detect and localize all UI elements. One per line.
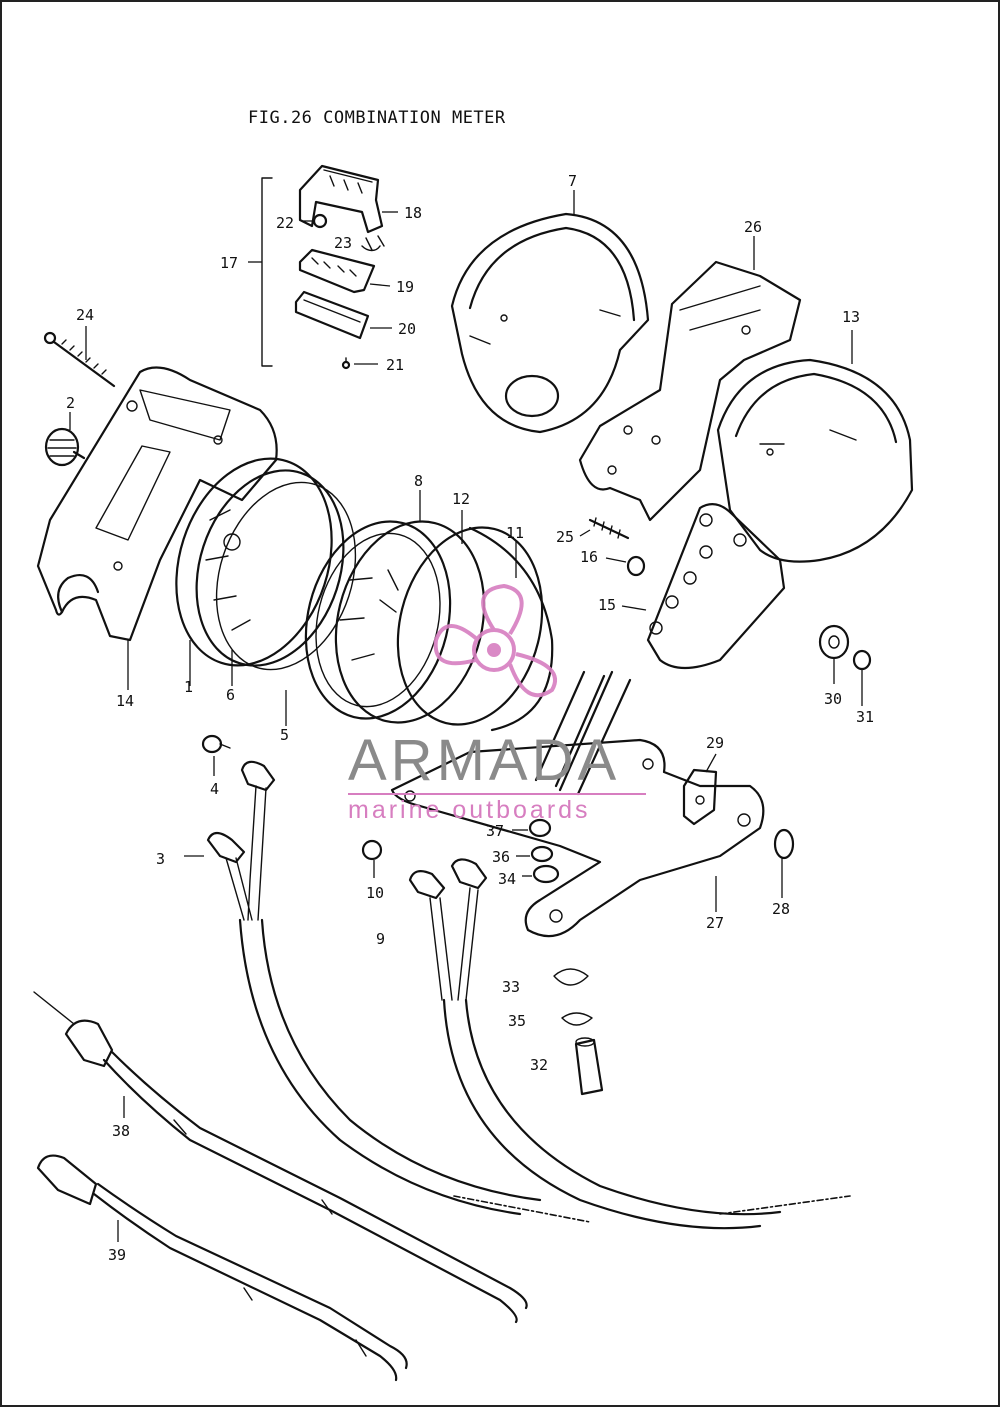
callout-4: 4	[210, 780, 219, 798]
armada-logo-icon	[433, 583, 558, 698]
part-37-nut	[512, 818, 552, 838]
part-19-circuit-plate	[298, 248, 391, 294]
callout-16: 16	[580, 548, 598, 566]
part-4-bulb	[201, 734, 231, 776]
part-28-grommet	[773, 828, 795, 898]
callout-34: 34	[498, 870, 516, 888]
callout-9: 9	[376, 930, 385, 948]
part-24-long-screw	[43, 326, 116, 388]
callout-18: 18	[404, 204, 422, 222]
part-25-screw	[579, 517, 630, 540]
part-10-bulb	[361, 839, 383, 878]
callout-3: 3	[156, 850, 165, 868]
callout-6: 6	[226, 686, 235, 704]
callout-1: 1	[184, 678, 193, 696]
part-8-speedometer	[304, 490, 554, 732]
callout-11: 11	[506, 524, 524, 542]
callout-21: 21	[386, 356, 404, 374]
part-3-lamp-wiring	[184, 760, 591, 1223]
callout-27: 27	[706, 914, 724, 932]
callout-24: 24	[76, 306, 94, 324]
callout-23: 23	[334, 234, 352, 252]
part-38-tachometer-cable	[33, 991, 528, 1324]
callout-14: 14	[116, 692, 134, 710]
callout-25: 25	[556, 528, 574, 546]
callout-29: 29	[706, 734, 724, 752]
callout-10: 10	[366, 884, 384, 902]
part-2-reset-knob	[44, 412, 86, 467]
callout-5: 5	[280, 726, 289, 744]
callout-13: 13	[842, 308, 860, 326]
callout-28: 28	[772, 900, 790, 918]
part-16-bulb	[605, 555, 646, 577]
part-22-nut	[303, 213, 328, 229]
callout-20: 20	[398, 320, 416, 338]
watermark-brand: ARMADA	[348, 728, 620, 793]
callout-8: 8	[414, 472, 423, 490]
callout-38: 38	[112, 1122, 130, 1140]
part-26-meter-bracket	[578, 236, 802, 522]
callout-31: 31	[856, 708, 874, 726]
part-39-speedometer-cable	[36, 1154, 408, 1382]
callout-26: 26	[744, 218, 762, 236]
part-34-washer	[522, 864, 560, 884]
callout-30: 30	[824, 690, 842, 708]
callout-33: 33	[502, 978, 520, 996]
part-9-lamp-wiring	[408, 858, 851, 1230]
callout-35: 35	[508, 1012, 526, 1030]
callout-15: 15	[598, 596, 616, 614]
part-30-grommet	[818, 624, 850, 684]
part-27-mounting-bracket	[390, 670, 765, 938]
callout-39: 39	[108, 1246, 126, 1264]
part-13-meter-cup	[716, 330, 914, 563]
part-6-tachometer	[175, 457, 357, 726]
callout-17: 17	[220, 254, 238, 272]
callout-36: 36	[492, 848, 510, 866]
part-21-screw	[341, 357, 378, 370]
callout-19: 19	[396, 278, 414, 296]
callout-22: 22	[276, 214, 294, 232]
part-32-bolt	[574, 1037, 604, 1096]
part-35-washer	[561, 1012, 593, 1026]
part-18-indicator-housing	[298, 164, 398, 234]
part-17-bracket-group	[248, 177, 273, 367]
callout-12: 12	[452, 490, 470, 508]
part-15-lamp-socket	[621, 503, 786, 670]
part-7-meter-cup	[450, 190, 650, 434]
part-20-lens	[294, 290, 392, 340]
part-33-washer	[553, 968, 589, 986]
part-23-bulb	[361, 235, 385, 252]
part-14-meter-case	[36, 366, 278, 690]
callout-7: 7	[568, 172, 577, 190]
part-29-clamp	[682, 753, 718, 826]
part-31-nut	[852, 649, 872, 706]
figure-title: FIG.26 COMBINATION METER	[248, 108, 506, 128]
callout-32: 32	[530, 1056, 548, 1074]
callout-37: 37	[486, 822, 504, 840]
callout-2: 2	[66, 394, 75, 412]
part-36-washer	[516, 845, 554, 863]
watermark-tagline: marine outboards	[348, 796, 591, 824]
